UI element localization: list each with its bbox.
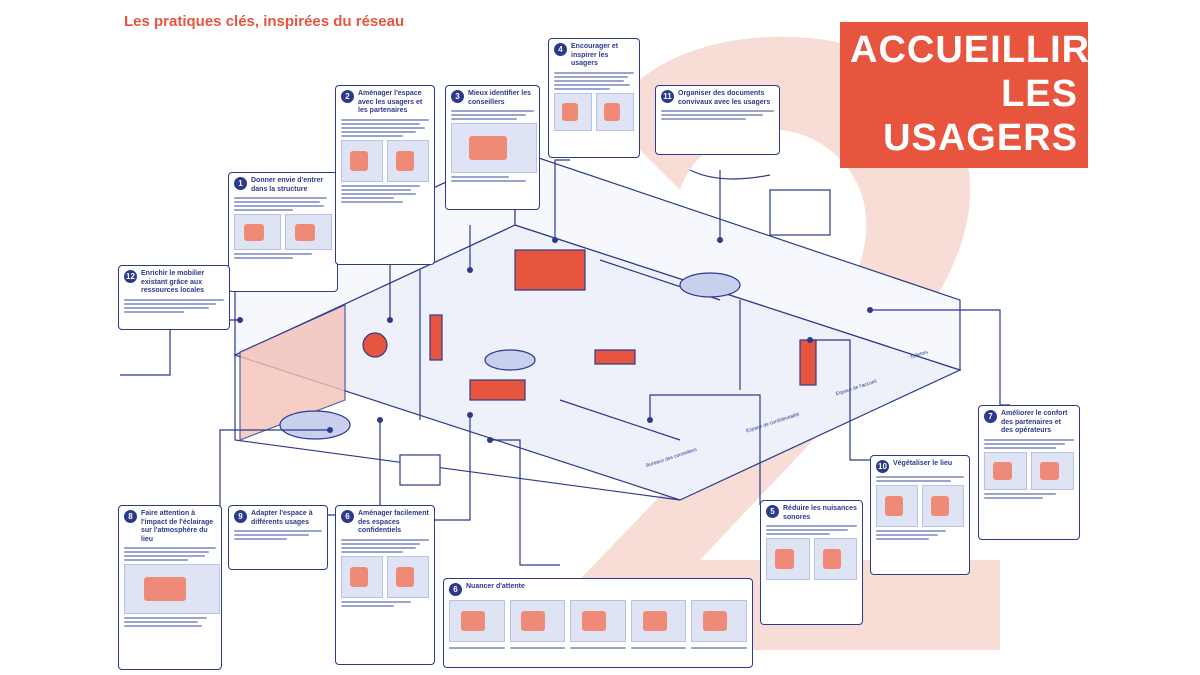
card-photo: [766, 538, 810, 580]
card-photo: [922, 485, 964, 527]
card-8: 8 Faire attention à l'impact de l'éclair…: [118, 505, 222, 670]
card-10: 10 Végétaliser le lieu: [870, 455, 970, 575]
card-1: 1 Donner envie d'entrer dans la structur…: [228, 172, 338, 292]
card-number: 7: [984, 410, 997, 423]
card-7: 7 Améliorer le confort des partenaires e…: [978, 405, 1080, 540]
card-number: 3: [451, 90, 464, 103]
card-photo: [124, 564, 220, 614]
card-title: Aménager facilement des espaces confiden…: [358, 510, 429, 534]
card-12: 12 Enrichir le mobilier existant grâce a…: [118, 265, 230, 330]
card-number: 2: [341, 90, 354, 103]
card-number: 10: [876, 460, 889, 473]
card-title: Donner envie d'entrer dans la structure: [251, 177, 324, 193]
card-photo: [570, 600, 626, 642]
card-2: 2 Aménager l'espace avec les usagers et …: [335, 85, 435, 265]
title-line-3: USAGERS: [883, 117, 1078, 159]
card-title: Encourager et inspirer les usagers: [571, 43, 619, 67]
card-number: 4: [554, 43, 567, 56]
card-title: Mieux identifier les conseillers: [468, 90, 532, 106]
card-text: [234, 197, 332, 211]
card-9: 9 Adapter l'espace à différents usages: [228, 505, 328, 570]
card-4: 4 Encourager et inspirer les usagers: [548, 38, 640, 158]
card-6-attente: 6 Nuancer d'attente: [443, 578, 753, 668]
card-photo: [554, 92, 592, 131]
card-title: Nuancer d'attente: [466, 583, 525, 590]
card-photo: [813, 538, 857, 580]
card-title: Aménager l'espace avec les usagers et le…: [358, 90, 423, 114]
page-title: ACCUEILLIR LES USAGERS: [840, 22, 1091, 168]
card-photo: [1031, 451, 1074, 490]
card-photo: [449, 600, 505, 642]
card-title: Adapter l'espace à différents usages: [251, 510, 313, 526]
card-photo: [387, 139, 429, 182]
title-line-1: ACCUEILLIR: [850, 29, 1091, 71]
card-photo: [285, 214, 332, 250]
card-number: 6: [449, 583, 462, 596]
card-photo: [387, 555, 429, 598]
card-11: 11 Organiser des documents convivaux ave…: [655, 85, 780, 155]
card-photo: [234, 214, 281, 250]
card-title: Enrichir le mobilier existant grâce aux …: [141, 270, 205, 294]
card-photo: [509, 600, 566, 642]
card-5: 5 Réduire les nuisances sonores: [760, 500, 863, 625]
card-number: 12: [124, 270, 137, 283]
card-title: Améliorer le confort des partenaires et …: [1001, 410, 1068, 434]
card-photo: [691, 600, 747, 642]
card-number: 8: [124, 510, 137, 523]
card-photo: [596, 92, 634, 131]
card-photo: [630, 600, 687, 642]
card-number: 5: [766, 505, 779, 518]
card-photo: [341, 139, 383, 182]
card-title: Végétaliser le lieu: [893, 460, 953, 467]
card-title: Réduire les nuisances sonores: [783, 505, 857, 521]
card-number: 6: [341, 510, 354, 523]
card-photo: [341, 555, 383, 598]
title-line-2: LES: [1001, 73, 1078, 115]
card-3: 3 Mieux identifier les conseillers: [445, 85, 540, 210]
card-photo: [451, 123, 537, 173]
page-subtitle: Les pratiques clés, inspirées du réseau: [124, 13, 405, 30]
card-number: 9: [234, 510, 247, 523]
card-number: 1: [234, 177, 247, 190]
card-photo: [876, 485, 918, 527]
card-title: Organiser des documents convivaux avec l…: [678, 90, 771, 106]
card-photo: [984, 451, 1027, 490]
card-6-confidentiel: 6 Aménager facilement des espaces confid…: [335, 505, 435, 665]
card-number: 11: [661, 90, 674, 103]
card-title: Faire attention à l'impact de l'éclairag…: [141, 510, 214, 543]
